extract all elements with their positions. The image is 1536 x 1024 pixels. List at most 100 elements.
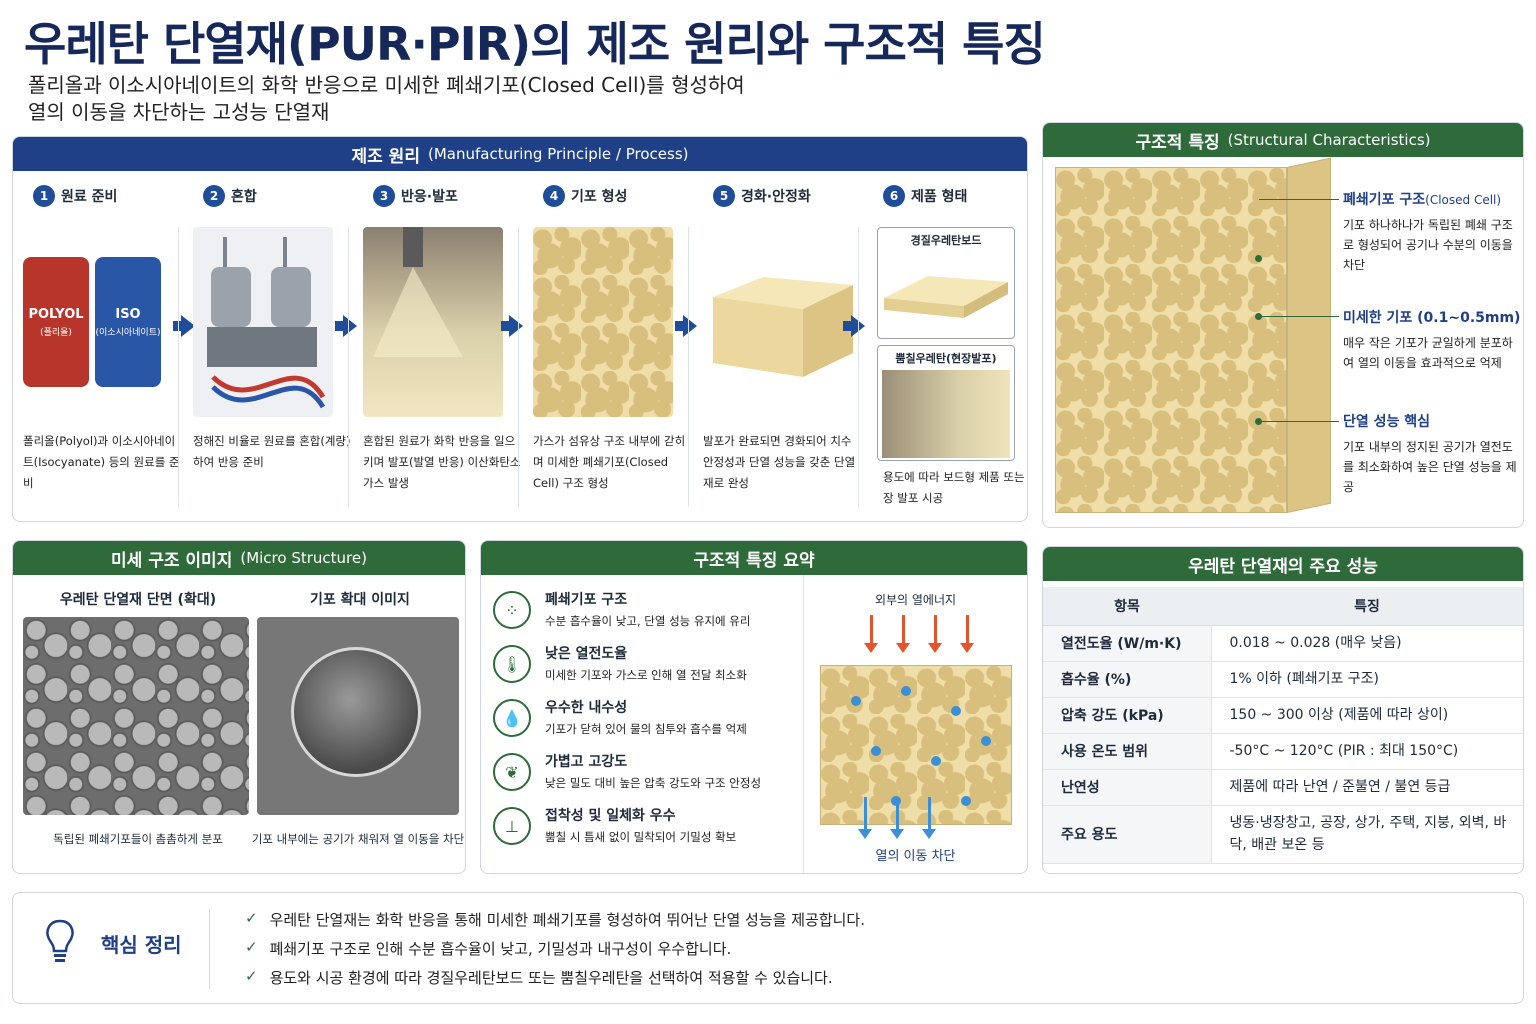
spray-product-label: 뿜칠우레탄(현장발포) [895, 352, 997, 365]
callout-dot [1255, 418, 1262, 425]
step-title: 6 제품 형태 [883, 185, 967, 207]
key-summary-item: ✓용도와 시공 환경에 따라 경질우레탄보드 또는 뿜칠우레탄을 선택하여 적용… [245, 967, 833, 987]
step-label: 제품 형태 [911, 189, 968, 205]
step-number: 1 [33, 185, 55, 207]
feature-description: 기포가 닫혀 있어 물의 침투와 흡수를 억제 [545, 722, 747, 736]
callout-dot [1255, 313, 1262, 320]
process-step-2: 2 혼합 정해진 비율로 원료를 혼합(계량)하여 반응 준비 [183, 171, 350, 521]
key-summary-title: 핵심 정리 [101, 933, 182, 957]
micro-structure-panel: 미세 구조 이미지 (Micro Structure) 우레탄 단열재 단면 (… [12, 540, 466, 874]
spray-product-image [882, 370, 1010, 458]
table-row: 사용 온도 범위-50°C ~ 120°C (PIR : 최대 150°C) [1043, 733, 1523, 770]
board-product-box: 경질우레탄보드 [877, 227, 1015, 339]
subtitle-line: 폴리올과 이소시아네이트의 화학 반응으로 미세한 폐쇄기포(Closed Ce… [28, 73, 745, 97]
feature-item: 🌡 낮은 열전도율 미세한 기포와 가스로 인해 열 전달 최소화 [493, 641, 803, 691]
check-icon: ✓ [245, 909, 258, 927]
iso-drum: ISO(이소시아네이트) [95, 257, 161, 387]
heat-block-diagram: 외부의 열에너지 열의 이동 차단 [803, 575, 1027, 873]
callout-fine-cell: 미세한 기포 (0.1~0.5mm) 매우 작은 기포가 균일하게 분포하여 열… [1343, 307, 1520, 373]
table-row: 흡수율 (%)1% 이하 (폐쇄기포 구조) [1043, 661, 1523, 698]
heading-en: (Structural Characteristics) [1227, 131, 1431, 149]
table-row: 압축 강도 (kPa)150 ~ 300 이상 (제품에 따라 상이) [1043, 697, 1523, 734]
check-icon: ✓ [245, 938, 258, 956]
manufacturing-panel: 제조 원리 (Manufacturing Principle / Process… [12, 136, 1028, 522]
blocked-arrow-icon [922, 797, 936, 839]
process-arrow-icon [173, 315, 195, 337]
key-summary-item: ✓우레탄 단열재는 화학 반응을 통해 미세한 폐쇄기포를 형성하여 뛰어난 단… [245, 909, 865, 929]
micro-heading: 미세 구조 이미지 (Micro Structure) [13, 541, 465, 575]
heading-ko: 구조적 특징 [1135, 132, 1220, 153]
feature-title: 낮은 열전도율 [545, 646, 628, 662]
column-header: 특징 [1211, 587, 1523, 626]
step-label: 원료 준비 [61, 189, 118, 205]
cured-block-image [703, 227, 853, 417]
heat-arrow-icon [896, 615, 910, 653]
check-icon: ✓ [245, 967, 258, 985]
callout-title: 폐쇄기포 구조(Closed Cell) [1343, 192, 1502, 208]
micro-left-caption: 독립된 폐쇄기포들이 촘촘하게 분포 [53, 832, 223, 846]
heading-en: (Manufacturing Principle / Process) [427, 145, 689, 163]
micro-left-title: 우레탄 단열재 단면 (확대) [59, 592, 217, 608]
polyol-drum: POLYOL (폴리올) [23, 257, 89, 387]
performance-panel: 우레탄 단열재의 주요 성능 항목 특징 열전도율 (W/m·K)0.018 ~… [1042, 546, 1524, 874]
key-summary-item: ✓폐쇄기포 구조로 인해 수분 흡수율이 낮고, 기밀성과 내구성이 우수합니다… [245, 938, 732, 958]
callout-description: 기포 내부의 정지된 공기가 열전도를 최소화하여 높은 단열 성능을 제공 [1343, 440, 1517, 494]
callout-leader [1259, 199, 1339, 200]
foaming-spray-image [363, 227, 503, 417]
blocked-arrow-icon [858, 797, 872, 839]
callout-dot [1255, 255, 1262, 262]
page-title: 우레탄 단열재(PUR·PIR)의 제조 원리와 구조적 특징 [24, 17, 1046, 71]
divider [209, 909, 210, 989]
lightbulb-icon [46, 919, 74, 962]
feature-description: 뿜칠 시 틈새 없이 밀착되어 기밀성 확보 [545, 830, 737, 844]
step-label: 반응·발포 [401, 189, 458, 205]
callout-closed-cell: 폐쇄기포 구조(Closed Cell) 기포 하나하나가 독립된 폐쇄 구조로… [1343, 189, 1519, 275]
step-label: 혼합 [231, 189, 257, 205]
water-drop-icon: 💧 [493, 699, 531, 737]
cell-formation-image [533, 227, 673, 417]
callout-leader [1259, 316, 1339, 317]
heading-ko: 제조 원리 [351, 146, 420, 167]
step-description: 용도에 따라 보드형 제품 또는 현장 발포 시공 [883, 470, 1028, 505]
cells-icon: ⁘ [493, 591, 531, 629]
heat-arrow-icon [928, 615, 942, 653]
divider [688, 227, 689, 507]
feature-description: 낮은 밀도 대비 높은 압축 강도와 구조 안정성 [545, 776, 762, 790]
manufacturing-heading: 제조 원리 (Manufacturing Principle / Process… [13, 137, 1027, 171]
step-description: 가스가 섬유상 구조 내부에 갇히며 미세한 폐쇄기포(Closed Cell)… [533, 434, 686, 490]
sem-cell-closeup-image [257, 617, 459, 815]
feature-summary-panel: 구조적 특징 요약 ⁘ 폐쇄기포 구조 수분 흡수율이 낮고, 단열 성능 유지… [480, 540, 1028, 874]
step-label: 기포 형성 [571, 189, 628, 205]
key-summary-panel: 핵심 정리 ✓우레탄 단열재는 화학 반응을 통해 미세한 폐쇄기포를 형성하여… [12, 892, 1524, 1004]
thermometer-icon: 🌡 [493, 645, 531, 683]
board-product-image [884, 276, 1008, 318]
feature-item: ⊥ 접착성 및 일체화 우수 뿜칠 시 틈새 없이 밀착되어 기밀성 확보 [493, 803, 803, 853]
drum-sublabel: (이소시아네이트) [95, 328, 161, 338]
heat-in-label: 외부의 열에너지 [874, 593, 957, 607]
divider [348, 227, 349, 507]
drum-label: POLYOL [28, 307, 84, 322]
adhesion-icon: ⊥ [493, 807, 531, 845]
structural-panel: 구조적 특징 (Structural Characteristics) 폐쇄기포… [1042, 122, 1524, 528]
table-header-row: 항목 특징 [1043, 587, 1523, 626]
step-number: 6 [883, 185, 905, 207]
callout-description: 매우 작은 기포가 균일하게 분포하여 열의 이동을 효과적으로 억제 [1343, 336, 1513, 370]
divider [178, 227, 179, 507]
page-subtitle: 폴리올과 이소시아네이트의 화학 반응으로 미세한 폐쇄기포(Closed Ce… [28, 72, 888, 126]
step-title: 2 혼합 [203, 185, 257, 207]
feature-description: 미세한 기포와 가스로 인해 열 전달 최소화 [545, 668, 747, 682]
heading-ko: 미세 구조 이미지 [111, 550, 233, 571]
step-number: 2 [203, 185, 225, 207]
structural-heading: 구조적 특징 (Structural Characteristics) [1043, 123, 1523, 157]
step-description: 폴리올(Polyol)과 이소시아네이트(Isocyanate) 등의 원료를 … [23, 434, 180, 490]
step-description: 정해진 비율로 원료를 혼합(계량)하여 반응 준비 [193, 434, 351, 469]
step-label: 경화·안정화 [741, 189, 811, 205]
micro-right-title: 기포 확대 이미지 [310, 592, 410, 608]
process-step-1: 1 원료 준비 POLYOL (폴리올) ISO(이소시아네이트) 폴리올(Poly… [13, 171, 180, 521]
drum-sublabel: (폴리올) [40, 328, 72, 338]
